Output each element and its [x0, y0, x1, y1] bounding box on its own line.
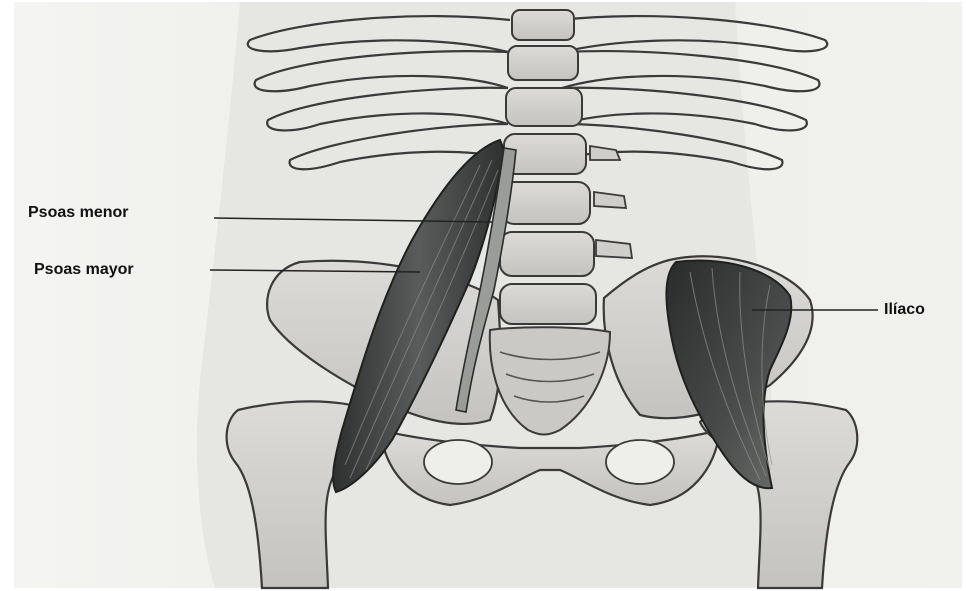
obturator-left — [424, 440, 492, 484]
label-psoas-mayor: Psoas mayor — [34, 261, 134, 279]
label-iliaco: Ilíaco — [884, 301, 925, 319]
obturator-right — [606, 440, 674, 484]
label-psoas-menor: Psoas menor — [28, 204, 128, 222]
